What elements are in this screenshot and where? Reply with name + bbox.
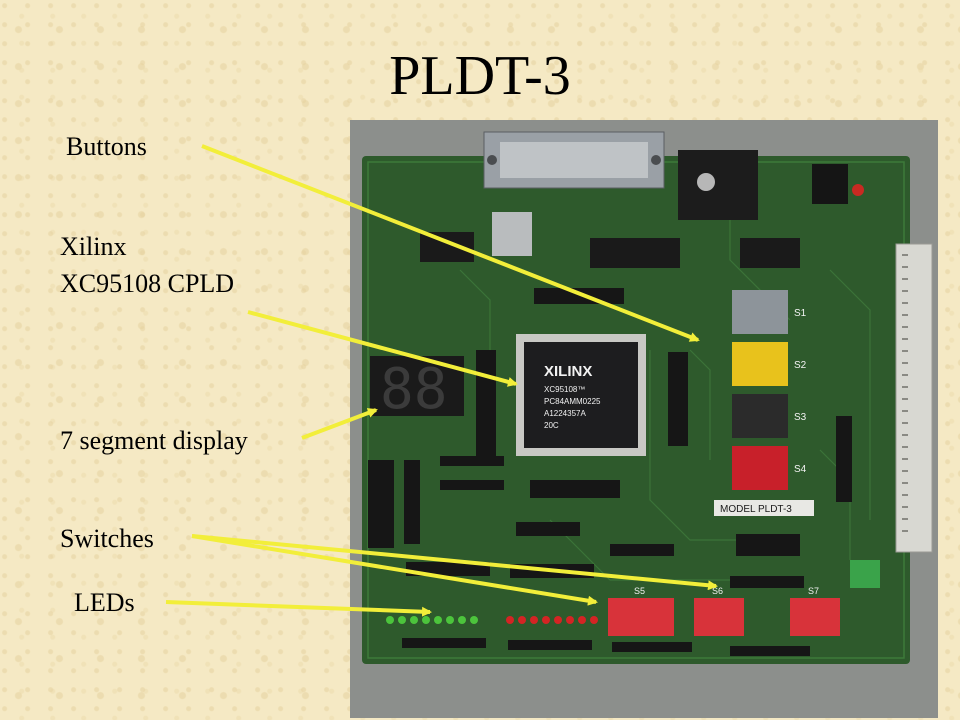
switches-label: Switches: [60, 524, 154, 553]
ic-u3: [590, 238, 680, 268]
header-hd2: [668, 352, 688, 446]
header-j6: [508, 640, 592, 650]
chip-lot-text: A1224357A: [544, 409, 586, 418]
power-led: [852, 184, 864, 196]
header-hd5: [836, 416, 852, 502]
model-label-text: MODEL PLDT-3: [720, 504, 792, 515]
edge-connector-p1: [895, 243, 933, 553]
voltage-regulator: [678, 150, 758, 220]
header-j10: [612, 642, 692, 652]
button-s4-label: S4: [794, 464, 807, 475]
dip-switch-s5: [608, 598, 674, 636]
dip-switches: S5 S6 S7: [608, 586, 840, 636]
header-hd8: [368, 460, 394, 548]
header-j9: [610, 544, 674, 556]
button-s2: [732, 342, 788, 386]
chip-pkg-text: PC84AMM0225: [544, 397, 601, 406]
button-s3-label: S3: [794, 412, 807, 423]
header-j5: [510, 564, 594, 578]
header-hd1: [534, 288, 624, 304]
db25-connector: [483, 131, 665, 189]
chip-part-text: XC95108™: [544, 385, 585, 394]
button-s1-label: S1: [794, 308, 807, 319]
ic-u4: [740, 238, 800, 268]
button-s1: [732, 290, 788, 334]
chip-speed-text: 20C: [544, 421, 559, 430]
terminal-block-tb1: [850, 560, 880, 588]
pldt3-board-photo: XILINX XC95108™ PC84AMM0225 A1224357A 20…: [350, 120, 938, 718]
led-row-red: [506, 616, 598, 624]
display-digits: 88: [380, 357, 447, 422]
chip-brand-text: XILINX: [544, 363, 592, 380]
xilinx-cpld-chip: XILINX XC95108™ PC84AMM0225 A1224357A 20…: [516, 334, 646, 456]
xilinx-label-line2: XC95108 CPLD: [60, 269, 235, 298]
header-hd6: [516, 522, 580, 536]
led-row-green: [386, 616, 478, 624]
header-j8: [730, 646, 810, 656]
header-j3: [406, 562, 490, 576]
model-label-box: [714, 500, 814, 516]
push-buttons: S1 S2 S3 S4: [732, 290, 807, 490]
dip-switch-s7: [790, 598, 840, 636]
slide-title: PLDT-3: [389, 45, 571, 107]
dc-jack: [812, 164, 848, 204]
button-s3: [732, 394, 788, 438]
button-s4: [732, 446, 788, 490]
resistor-network-rn3: [440, 480, 504, 490]
xilinx-label-line1: Xilinx: [60, 232, 127, 261]
header-hd3: [476, 350, 496, 462]
buttons-label: Buttons: [66, 132, 147, 161]
leds-label: LEDs: [74, 588, 135, 617]
header-j7: [730, 576, 804, 588]
header-p2: [404, 460, 420, 544]
header-hd4: [530, 480, 620, 498]
seven-segment-label: 7 segment display: [60, 426, 248, 455]
dip-switch-s7-label: S7: [808, 586, 819, 596]
seven-segment-display: 88: [370, 356, 464, 422]
header-j4: [402, 638, 486, 648]
ic-u6: [420, 232, 474, 262]
dip-switch-s6-label: S6: [712, 586, 723, 596]
button-s2-label: S2: [794, 360, 807, 371]
dip-switch-s6: [694, 598, 744, 636]
dip-switch-s5-label: S5: [634, 586, 645, 596]
crystal-oscillator: [492, 212, 532, 256]
header-hd7: [736, 534, 800, 556]
resistor-network-rn4: [440, 456, 504, 466]
